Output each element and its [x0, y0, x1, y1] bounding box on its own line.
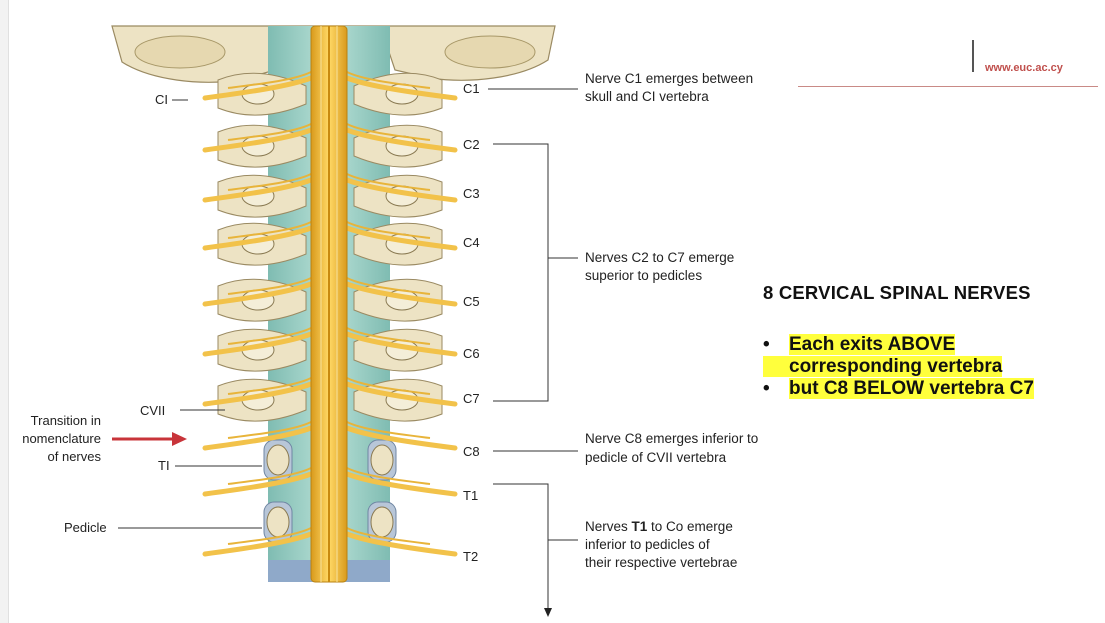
bullet-icon: •: [763, 334, 770, 355]
pedicle-shape: [370, 506, 394, 538]
panel-bullet-2: • but C8 BELOW vertebra C7: [763, 378, 1103, 400]
annotation-c8-line1: Nerve C8 emerges inferior to: [585, 431, 758, 446]
bullet-1-line-1: Each exits ABOVE: [789, 334, 956, 355]
panel-bullet-1: • Each exits ABOVE corresponding vertebr…: [763, 334, 1103, 378]
nerve-root-right: [344, 281, 458, 307]
rootlet-right: [346, 327, 431, 345]
annotation-c8-line2: pedicle of CVII vertebra: [585, 450, 727, 465]
bullet-2-line-1: but C8 BELOW vertebra C7: [789, 378, 1034, 399]
leader-lines: [488, 88, 578, 610]
nerve-label-c7: C7: [463, 391, 480, 406]
panel-bullet-list: • Each exits ABOVE corresponding vertebr…: [763, 334, 1103, 400]
annotation-c1-line2: skull and CI vertebra: [585, 89, 709, 104]
transition-line-2: nomenclature: [22, 431, 101, 446]
rootlet-right: [346, 377, 431, 395]
left-label-group: CI CVII TI Pedicle Transition in nomencl…: [22, 92, 262, 535]
spinal-nerves: [202, 71, 458, 557]
nerve-root-right: [344, 425, 458, 451]
rootlet-left: [227, 327, 312, 345]
annotation-group: Nerve C1 emerges between skull and CI ve…: [585, 71, 758, 570]
website-link[interactable]: www.euc.ac.cy: [985, 62, 1063, 74]
header-rule: [798, 86, 1098, 87]
transition-line-3: of nerves: [48, 449, 102, 464]
rootlet-right: [346, 71, 431, 89]
nerve-root-left: [202, 225, 314, 251]
nerve-root-right: [344, 177, 458, 203]
rootlet-left: [227, 527, 312, 545]
rootlet-right: [346, 421, 431, 439]
nerve-root-left: [202, 425, 314, 451]
nerve-label-group: C1 C2 C3 C4 C5 C6 C7 C8 T1 T2: [463, 81, 480, 564]
rootlet-right: [346, 173, 431, 191]
nerve-root-right: [344, 127, 458, 153]
rootlet-left: [227, 71, 312, 89]
nerve-root-left: [202, 531, 314, 557]
nerve-root-right: [344, 225, 458, 251]
annotation-t1-line1: Nerves T1 to Co emerge: [585, 519, 733, 534]
nerve-label-c4: C4: [463, 235, 480, 250]
nerve-label-c5: C5: [463, 294, 480, 309]
label-ti: TI: [158, 458, 170, 473]
annotation-c2c7-line1: Nerves C2 to C7 emerge: [585, 250, 734, 265]
skull-base: [111, 25, 556, 83]
pedicle-shape: [370, 444, 394, 476]
rootlet-right: [346, 277, 431, 295]
nerve-label-t1: T1: [463, 488, 478, 503]
bullet-icon: •: [763, 378, 770, 399]
rootlet-right: [346, 123, 431, 141]
nerve-root-right: [344, 75, 458, 101]
nerve-root-left: [202, 75, 314, 101]
nerve-root-left: [202, 331, 314, 357]
nerve-root-left: [202, 281, 314, 307]
nerve-root-left: [202, 127, 314, 153]
pedicle-shape: [266, 506, 290, 538]
bullet-1-line-2: corresponding vertebra: [763, 356, 1003, 377]
nerve-root-left: [202, 177, 314, 203]
annotation-t1-line2: inferior to pedicles of: [585, 537, 710, 552]
nerve-root-right: [344, 381, 458, 407]
pedicle-shape: [266, 444, 290, 476]
label-ci: CI: [155, 92, 168, 107]
annotation-c2c7-line2: superior to pedicles: [585, 268, 702, 283]
down-arrow-icon: [544, 608, 552, 617]
summary-panel: 8 CERVICAL SPINAL NERVES • Each exits AB…: [763, 282, 1103, 400]
label-cvii: CVII: [140, 403, 165, 418]
nerve-label-c3: C3: [463, 186, 480, 201]
rootlet-left: [227, 421, 312, 439]
nerve-label-c8: C8: [463, 444, 480, 459]
rootlet-left: [227, 173, 312, 191]
rootlet-left: [227, 221, 312, 239]
label-pedicle: Pedicle: [64, 520, 107, 535]
rootlet-left: [227, 467, 312, 485]
rootlet-right: [346, 221, 431, 239]
rootlet-left: [227, 123, 312, 141]
slide-edge: [0, 0, 9, 623]
nerve-root-left: [202, 471, 314, 497]
annotation-c1-line1: Nerve C1 emerges between: [585, 71, 753, 86]
panel-title: 8 CERVICAL SPINAL NERVES: [763, 282, 1031, 303]
rootlet-right: [346, 467, 431, 485]
rootlet-right: [346, 527, 431, 545]
rootlet-left: [227, 277, 312, 295]
nerve-root-right: [344, 331, 458, 357]
nerve-label-c1: C1: [463, 81, 480, 96]
vertebrae: [217, 72, 443, 543]
transition-line-1: Transition in: [31, 413, 101, 428]
annotation-t1-line3: their respective vertebrae: [585, 555, 737, 570]
nerve-root-left: [202, 381, 314, 407]
nerve-label-c6: C6: [463, 346, 480, 361]
nerve-root-right: [344, 471, 458, 497]
nerve-label-t2: T2: [463, 549, 478, 564]
nerve-label-c2: C2: [463, 137, 480, 152]
nerve-root-right: [344, 531, 458, 557]
rootlet-left: [227, 377, 312, 395]
transition-arrow-icon: [112, 432, 187, 446]
header-divider: [972, 40, 974, 72]
